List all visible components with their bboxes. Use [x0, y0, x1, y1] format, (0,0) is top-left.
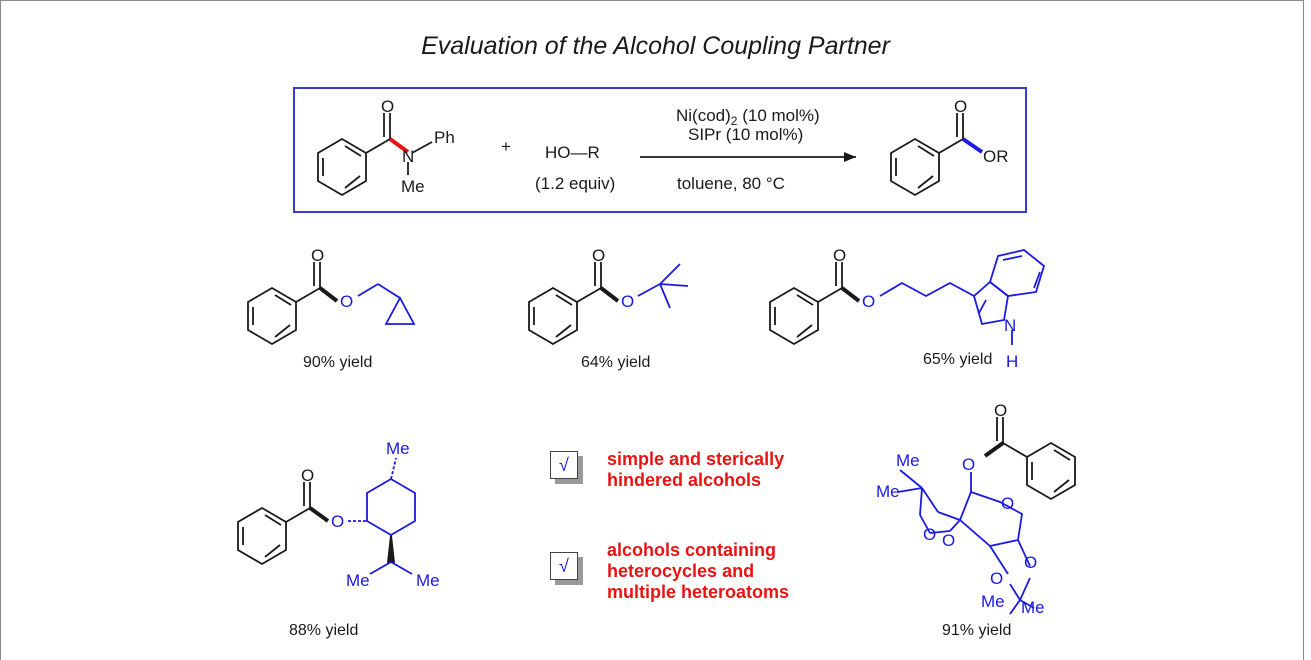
amide-cn-bond — [388, 137, 410, 154]
ester-co-bond — [961, 137, 984, 154]
substrate-carbonyl-o: O — [381, 97, 394, 116]
catalyst-label: Ni(cod)2 (10 mol%) — [676, 106, 820, 128]
product-4-menthyl — [348, 457, 416, 575]
product-5-o-mid: O — [942, 531, 955, 550]
product-2-ester-o: O — [621, 292, 634, 311]
product-4-carbonyl-o: O — [301, 466, 314, 485]
product-4-structure — [237, 482, 330, 566]
figure-title: Evaluation of the Alcohol Coupling Partn… — [421, 32, 890, 60]
feature-check-2: √ — [550, 552, 578, 580]
product-5-o-left: O — [923, 525, 936, 544]
product-4-me-top: Me — [386, 439, 410, 458]
product-5-me-3: Me — [981, 592, 1005, 611]
product-4-me-right: Me — [416, 571, 440, 590]
product-2-structure — [528, 262, 620, 346]
product-5-me-2: Me — [876, 482, 900, 501]
product-3-carbonyl-o: O — [833, 246, 846, 265]
product-4-ester-o: O — [331, 512, 344, 531]
product-2-alkyl — [637, 263, 689, 309]
substrate-n: N — [402, 147, 414, 166]
product-2-yield: 64% yield — [581, 354, 650, 371]
substrate-benzamide — [317, 113, 433, 197]
feature-check-1: √ — [550, 451, 578, 479]
product-1-ester-o: O — [340, 292, 353, 311]
plus-sign: + — [501, 137, 511, 156]
conditions-label: toluene, 80 °C — [677, 174, 785, 193]
product-3-indole-h: H — [1006, 352, 1018, 371]
product-carbonyl-o: O — [954, 97, 967, 116]
product-4-me-left: Me — [346, 571, 370, 590]
feature-text-2: alcohols containing heterocycles and mul… — [607, 540, 790, 602]
product-3-indole-n: N — [1004, 316, 1016, 335]
alcohol-equiv: (1.2 equiv) — [535, 174, 615, 193]
product-5-ring-o: O — [1001, 494, 1014, 513]
product-1-structure — [247, 262, 339, 346]
product-3-structure — [769, 262, 861, 346]
product-5-o-right: O — [1024, 553, 1037, 572]
product-5-me-1: Me — [896, 451, 920, 470]
feature-text-1: simple and sterically hindered alcohols — [607, 449, 785, 490]
product-1-alkyl — [357, 283, 416, 325]
product-5-carbonyl-o: O — [994, 401, 1007, 420]
product-benzoate-ester — [890, 113, 964, 197]
product-3-indole — [879, 249, 1046, 345]
product-3-yield: 65% yield — [923, 351, 992, 368]
alcohol-formula: HO—R — [545, 143, 600, 162]
product-5-ester-o: O — [962, 455, 975, 474]
product-3-ester-o: O — [862, 292, 875, 311]
product-2-carbonyl-o: O — [592, 246, 605, 265]
product-5-yield: 91% yield — [942, 622, 1011, 639]
product-4-yield: 88% yield — [289, 622, 358, 639]
product-or: OR — [983, 147, 1009, 166]
product-5-sugar — [897, 469, 1035, 615]
product-5-benzoyl — [983, 417, 1076, 501]
ligand-label: SIPr (10 mol%) — [688, 125, 803, 144]
product-5-me-4: Me — [1021, 598, 1045, 617]
product-1-yield: 90% yield — [303, 354, 372, 371]
reaction-arrowhead — [844, 152, 856, 162]
product-5-o-lower: O — [990, 569, 1003, 588]
product-1-carbonyl-o: O — [311, 246, 324, 265]
substrate-me: Me — [401, 177, 425, 196]
substrate-ph: Ph — [434, 128, 455, 147]
